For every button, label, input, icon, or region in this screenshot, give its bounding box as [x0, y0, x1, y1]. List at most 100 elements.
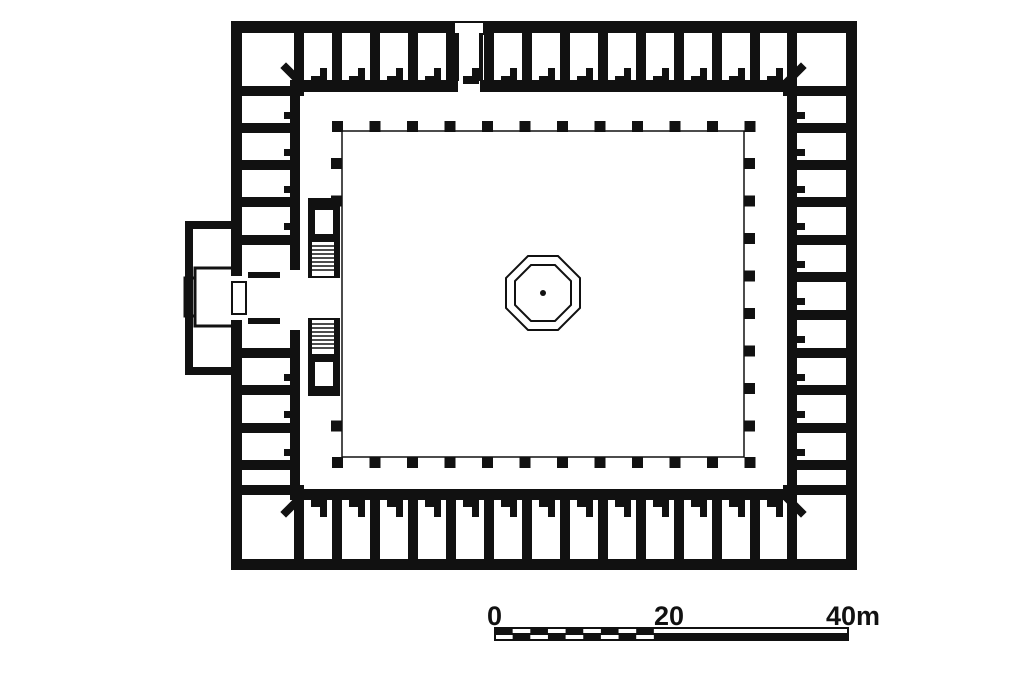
north-gate	[453, 21, 485, 35]
south-cell-door	[691, 499, 707, 507]
east-cell-wall	[789, 123, 846, 133]
east-cell-wall	[789, 86, 846, 96]
courtyard	[341, 130, 745, 458]
south-cell-door-return	[776, 503, 783, 517]
arcade-pier	[331, 195, 342, 207]
arcade-pier	[669, 121, 681, 132]
north-cell-wall	[446, 33, 456, 91]
west-cell-door-return	[284, 186, 296, 193]
arcade-pier	[594, 457, 606, 468]
arcade-pier	[744, 270, 755, 282]
north-cell-wall	[294, 33, 304, 91]
scale-label-40m: 40m	[826, 601, 880, 631]
north-cell-door	[577, 76, 593, 84]
corner-cells	[280, 62, 807, 518]
south-cell-wall	[787, 490, 797, 560]
west-cell-wall	[242, 348, 298, 358]
west-cell-wall	[242, 197, 298, 207]
east-cell-wall	[789, 485, 846, 495]
east-cell-door-return	[793, 112, 805, 119]
arcade-pier	[632, 121, 643, 132]
west-cell-door	[290, 440, 298, 456]
south-cell-door	[501, 499, 517, 507]
east-cell-door-return	[793, 149, 805, 156]
scale-bar-segment	[618, 634, 637, 640]
south-cell-door-return	[700, 503, 707, 517]
arcade-pier	[744, 195, 755, 207]
east-cell-wall	[789, 197, 846, 207]
north-cell-door-return	[320, 68, 327, 80]
east-cell-wall	[789, 272, 846, 282]
arcade-pier	[707, 457, 718, 468]
south-cell-wall	[370, 490, 380, 560]
scale-bar-segment	[671, 634, 848, 640]
east-cell-door-return	[793, 223, 805, 230]
north-gate-jamb-right	[479, 33, 483, 81]
arcade-pier	[744, 420, 755, 432]
east-cell-door	[789, 140, 797, 156]
north-cell-door	[615, 76, 631, 84]
east-cell-wall	[789, 235, 846, 245]
west-cell-door-return	[284, 374, 296, 381]
north-cell-door-return	[510, 68, 517, 80]
north-cell-wall	[370, 33, 380, 91]
east-cell-door-return	[793, 449, 805, 456]
arcade-pier	[744, 233, 755, 244]
east-cell-door-return	[793, 336, 805, 343]
south-cell-wall	[598, 490, 608, 560]
south-cell-door	[349, 499, 365, 507]
arcade-pier	[444, 457, 456, 468]
north-cell-door	[729, 76, 745, 84]
west-passage-gap	[288, 270, 302, 330]
east-cell-wall	[789, 460, 846, 470]
east-cell-door	[789, 289, 797, 305]
east-cell-door	[789, 252, 797, 268]
south-cell-door-return	[738, 503, 745, 517]
south-cell-door-return	[472, 503, 479, 517]
scale-bar: 0 20 40m	[487, 601, 880, 641]
north-cell-door	[653, 76, 669, 84]
north-cell-door-return	[434, 68, 441, 80]
east-cell-wall	[789, 160, 846, 170]
south-cell-door	[463, 499, 479, 507]
east-cell-door	[789, 177, 797, 193]
south-cell-wall	[636, 490, 646, 560]
south-cell-wall	[332, 490, 342, 560]
west-cell-door-return	[284, 411, 296, 418]
arcade-pier	[744, 457, 756, 468]
north-cell-wall	[674, 33, 684, 91]
south-cell-door-return	[624, 503, 631, 517]
north-cell-door-return	[624, 68, 631, 80]
south-cell-wall	[560, 490, 570, 560]
south-cell-door-return	[548, 503, 555, 517]
scale-bar-segment	[600, 628, 619, 634]
south-cell-door-return	[434, 503, 441, 517]
scale-bar-segment	[565, 628, 584, 634]
south-cell-door	[577, 499, 593, 507]
arcade-pier	[332, 457, 343, 468]
east-cell-door	[789, 327, 797, 343]
west-cell-wall	[242, 385, 298, 395]
north-cell-wall	[332, 33, 342, 91]
west-cell-wall	[242, 460, 298, 470]
west-cell-door-return	[284, 449, 296, 456]
north-cell-door	[349, 76, 365, 84]
gate-passage-jambs	[231, 272, 280, 324]
east-cell-door	[789, 365, 797, 381]
west-cell-wall	[242, 485, 298, 495]
east-cell-door-return	[793, 374, 805, 381]
north-cell-door	[691, 76, 707, 84]
arcade-pier	[519, 457, 531, 468]
south-cell-door	[615, 499, 631, 507]
arcade-pier	[669, 457, 681, 468]
cell-rows	[242, 33, 846, 560]
west-cell-door-return	[284, 112, 296, 119]
south-cell-door	[767, 499, 783, 507]
scale-bar-segment	[547, 634, 566, 640]
scale-label-20: 20	[654, 601, 684, 631]
north-cell-door	[539, 76, 555, 84]
arcade-pier	[594, 121, 606, 132]
south-cell-door	[729, 499, 745, 507]
north-cell-door	[767, 76, 783, 84]
north-cell-door	[501, 76, 517, 84]
